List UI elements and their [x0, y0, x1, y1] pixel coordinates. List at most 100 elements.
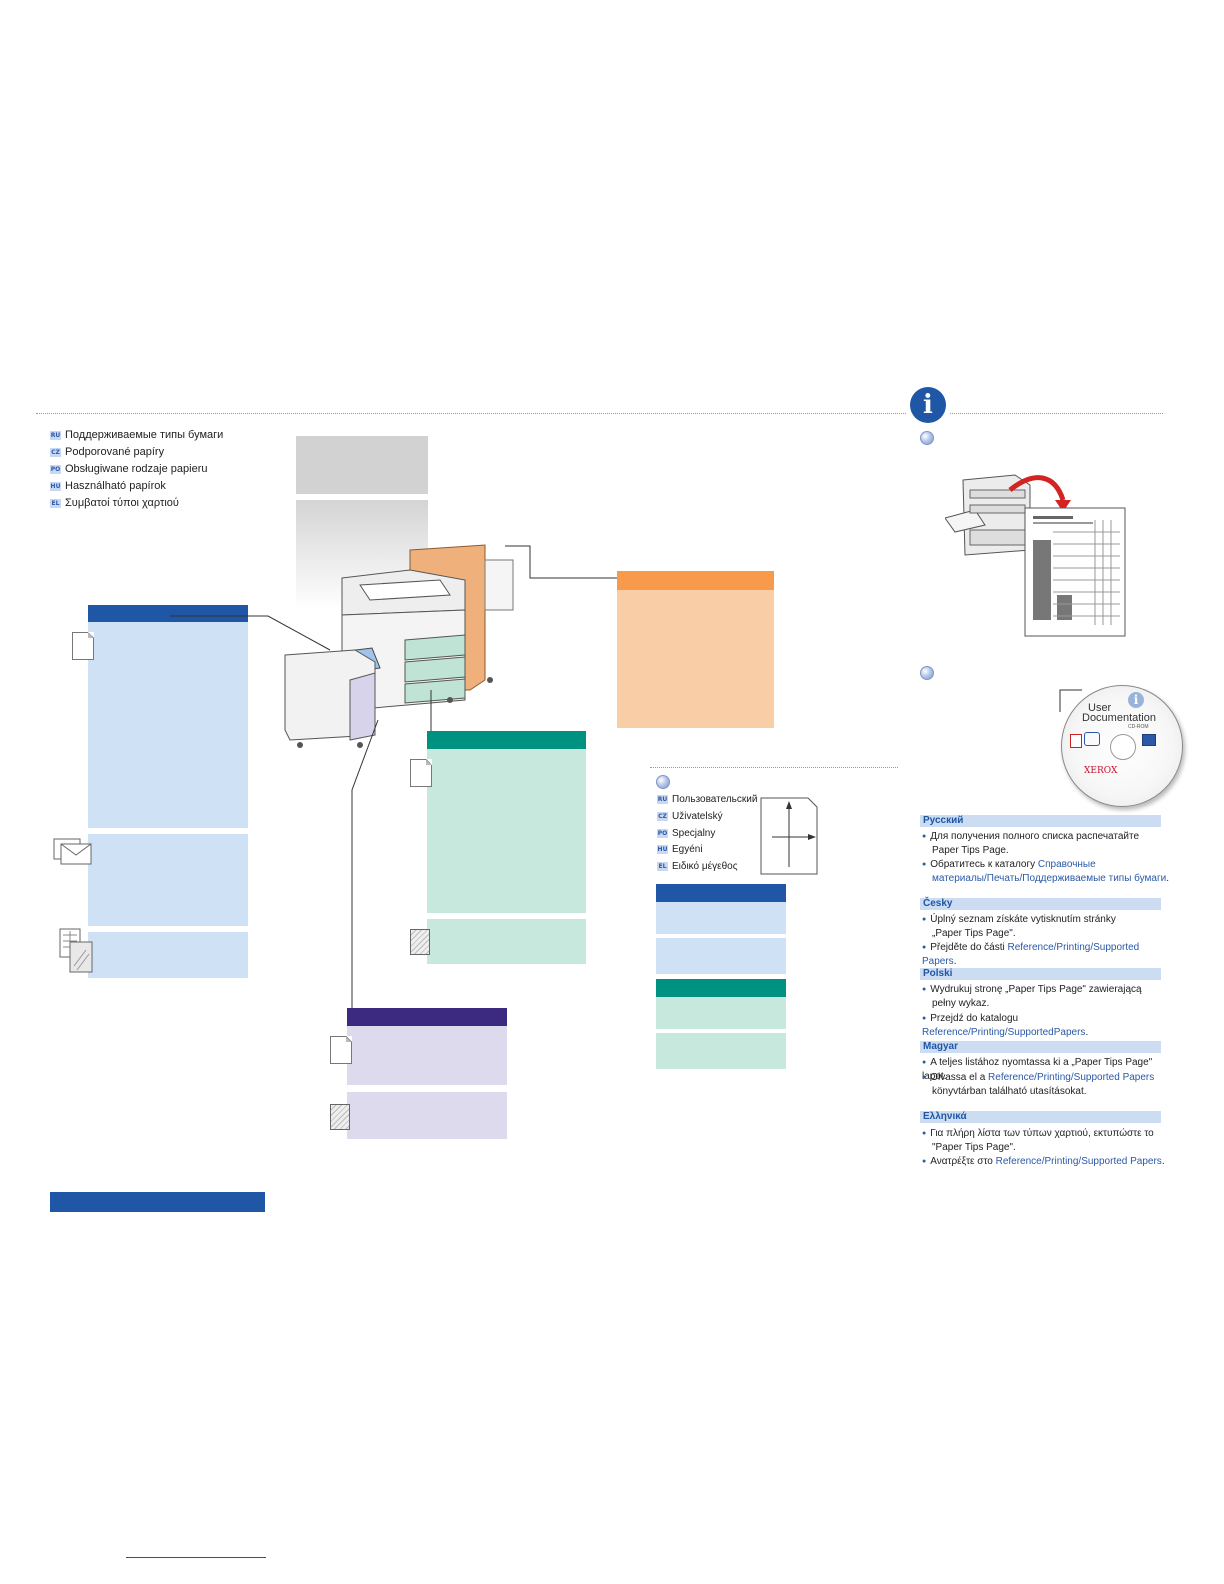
lang-tag: HU: [50, 481, 61, 491]
instruction-text: Για πλήρη λίστα των τύπων χαρτιού, εκτυπ…: [930, 1128, 1154, 1139]
reference-link[interactable]: материалы/Печать/Поддерживаемые типы бум…: [932, 873, 1167, 884]
custom-size-diagram-icon: [760, 797, 818, 875]
lang-row-po: PO Obsługiwane rodzaje papieru: [50, 461, 207, 477]
reference-link[interactable]: Reference/Printing/Supported Papers: [922, 942, 1140, 967]
lang-label: Пользовательский: [672, 793, 758, 805]
instruction-text: „Paper Tips Page".: [932, 928, 1016, 939]
lang-tag: RU: [50, 430, 61, 440]
lang-row-po: PO Specjalny: [657, 825, 715, 841]
step-2-icon: [920, 666, 934, 680]
reference-link[interactable]: Справочные: [1037, 859, 1096, 870]
lang-label: Поддерживаемые типы бумаги: [65, 429, 224, 441]
instruction-text: Przejdź do katalogu: [930, 1013, 1019, 1024]
section-title-cz: Česky: [920, 898, 1161, 910]
hcf-transparency-panel: [347, 1092, 507, 1139]
plain-paper-icon: [72, 632, 94, 660]
instruction-text: .: [1161, 1156, 1165, 1167]
trays-transparency-panel: [427, 919, 586, 964]
cd-title-line3: CD-ROM: [1128, 724, 1149, 730]
trays-panel: [427, 749, 586, 913]
instruction-cz-1: Úplný seznam získáte vytisknutím stránky…: [922, 913, 1172, 940]
instruction-el-2: Ανατρέξτε στο Reference/Printing/Support…: [922, 1155, 1172, 1169]
reference-link[interactable]: Reference/Printing/Supported Papers: [995, 1156, 1162, 1167]
instruction-ru-1: Для получения полного списка распечатайт…: [922, 830, 1172, 857]
labels-icon: [59, 928, 95, 974]
hcf-header: [347, 1008, 507, 1026]
lang-row-ru: RU Поддерживаемые типы бумаги: [50, 427, 223, 443]
instruction-ru-2: Обратитесь к каталогу Справочныематериал…: [922, 858, 1172, 885]
instruction-text: Úplný seznam získáte vytisknutím stránky: [930, 914, 1116, 925]
lang-tag: PO: [50, 464, 61, 474]
app-icon: [1084, 732, 1100, 746]
instruction-el-1: Για πλήρη λίστα των τύπων χαρτιού, εκτυπ…: [922, 1127, 1172, 1154]
instruction-text: Ανατρέξτε στο: [930, 1156, 996, 1167]
instruction-text: .: [1166, 873, 1170, 884]
instruction-pl-1: Wydrukuj stronę „Paper Tips Page" zawier…: [922, 983, 1172, 1010]
labels-panel: [88, 932, 248, 978]
instruction-text: "Paper Tips Page".: [932, 1142, 1016, 1153]
reference-link[interactable]: Reference/Printing/SupportedPapers: [922, 1027, 1086, 1038]
lang-label: Használható papírok: [65, 480, 166, 492]
finisher-header: [617, 571, 774, 590]
cd-title-line2: Documentation: [1082, 712, 1156, 724]
cd-title-line1: User: [1088, 702, 1112, 714]
lang-row-el: EL Συμβατοί τύποι χαρτιού: [50, 495, 179, 511]
section-title-el: Ελληνικά: [920, 1111, 1161, 1123]
gray-panel-top: [296, 436, 428, 494]
custom-blue-panel-2: [656, 938, 786, 974]
footnote-rule: [126, 1557, 266, 1558]
reference-link[interactable]: Reference/Printing/Supported Papers: [988, 1072, 1155, 1083]
lang-tag: HU: [657, 844, 668, 854]
envelope-icon: [53, 838, 92, 865]
lang-tag: CZ: [657, 811, 668, 821]
instruction-text: könyvtárban található utasításokat.: [932, 1086, 1087, 1097]
lang-tag: PO: [657, 828, 668, 838]
custom-size-divider: [650, 767, 898, 768]
bottom-blue-bar: [50, 1192, 265, 1212]
instruction-text: pełny wykaz.: [932, 998, 990, 1009]
lang-label: Podporované papíry: [65, 446, 165, 458]
cd-disc: i User Documentation CD-ROM XEROX: [1061, 685, 1183, 807]
lang-row-cz: CZ Podporované papíry: [50, 444, 164, 460]
printer-illustration: [280, 540, 530, 755]
bullet-icon: [656, 775, 670, 789]
section-title-ru: Русский: [920, 815, 1161, 827]
instruction-text: Wydrukuj stronę „Paper Tips Page" zawier…: [930, 984, 1142, 995]
cd-center-hole: [1110, 734, 1136, 760]
instruction-cz-2: Přejděte do části Reference/Printing/Sup…: [922, 941, 1172, 968]
custom-teal-panel-1: [656, 997, 786, 1029]
finisher-panel: [617, 590, 774, 728]
lang-row-hu: HU Használható papírok: [50, 478, 166, 494]
info-icon: i: [910, 387, 946, 423]
lang-label: Ειδικό μέγεθος: [672, 860, 738, 872]
lang-label: Specjalny: [672, 827, 716, 839]
instruction-text: Olvassa el a: [930, 1072, 989, 1083]
tray1-panel: [88, 622, 248, 828]
printer-print-illustration: [944, 470, 1130, 640]
pdf-icon: [1070, 734, 1082, 748]
instruction-text: .: [953, 956, 957, 967]
top-divider: [36, 413, 906, 414]
cd-image-icon: [1142, 734, 1156, 746]
lang-label: Συμβατοί τύποι χαρτιού: [65, 497, 179, 509]
hcf-panel: [347, 1026, 507, 1085]
instruction-pl-2: Przejdź do katalogu Reference/Printing/S…: [922, 1012, 1172, 1039]
lang-tag: CZ: [50, 447, 61, 457]
cd-xerox-logo: XEROX: [1084, 766, 1118, 776]
step-1-icon: [920, 431, 934, 445]
top-divider-right: [950, 413, 1163, 414]
instruction-hu-2: Olvassa el a Reference/Printing/Supporte…: [922, 1071, 1172, 1098]
custom-teal-header: [656, 979, 786, 997]
section-title-pl: Polski: [920, 968, 1161, 980]
custom-teal-panel-2: [656, 1033, 786, 1069]
lang-label: Obsługiwane rodzaje papieru: [65, 463, 208, 475]
lang-tag: EL: [50, 498, 61, 508]
transparency-icon: [410, 929, 430, 955]
custom-blue-header: [656, 884, 786, 902]
trays-header: [427, 731, 586, 749]
transparency-icon: [330, 1104, 350, 1130]
